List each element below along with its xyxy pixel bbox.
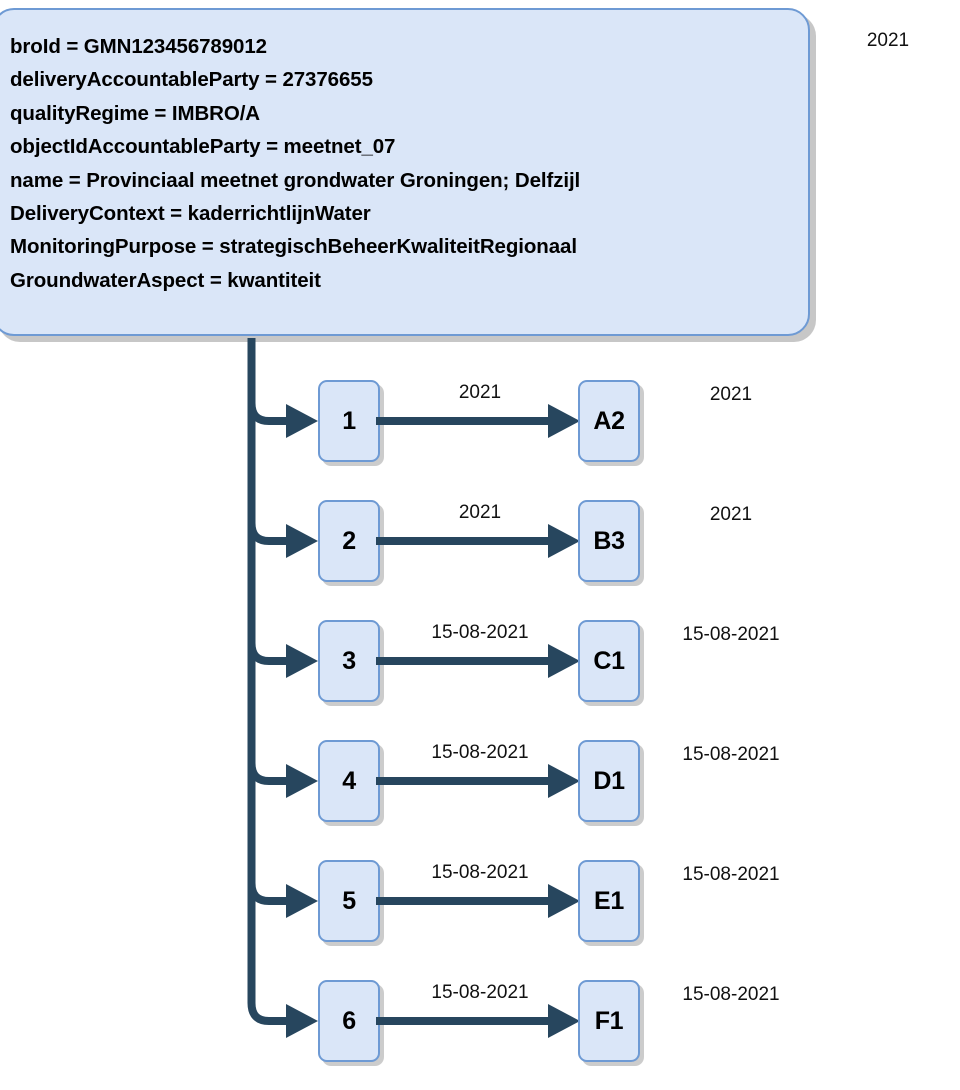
attribute-line-broid: broId = GMN123456789012 xyxy=(10,35,267,58)
branch-row-6: 6 15-08-2021 F1 15-08-2021 xyxy=(0,970,960,1090)
monitoring-tube-node-2[interactable]: 2 xyxy=(318,500,380,582)
row-date-label-2: 2021 xyxy=(709,504,753,525)
row-date-label-6: 15-08-2021 xyxy=(682,984,780,1005)
corner-date-label: 2021 xyxy=(866,30,910,51)
attribute-line-qualityregime: qualityRegime = IMBRO/A xyxy=(10,101,261,125)
gmn-attribute-box: broId = GMN123456789012 deliveryAccounta… xyxy=(0,8,810,336)
edge-date-label-6: 15-08-2021 xyxy=(431,982,529,1003)
branch-row-5: 5 15-08-2021 E1 15-08-2021 xyxy=(0,850,960,970)
branch-row-1: 1 2021 A2 2021 xyxy=(0,370,960,490)
monitoring-tube-node-6[interactable]: 6 xyxy=(318,980,380,1062)
edge-date-label-3: 15-08-2021 xyxy=(431,622,529,643)
monitoring-tube-node-5[interactable]: 5 xyxy=(318,860,380,942)
edge-date-label-4: 15-08-2021 xyxy=(431,742,529,763)
edge-date-label-5: 15-08-2021 xyxy=(431,862,529,883)
row-date-label-1: 2021 xyxy=(709,384,753,405)
groundwater-well-node-c1[interactable]: C1 xyxy=(578,620,640,702)
branch-row-2: 2 2021 B3 2021 xyxy=(0,490,960,610)
monitoring-tube-node-4[interactable]: 4 xyxy=(318,740,380,822)
branch-row-3: 3 15-08-2021 C1 15-08-2021 xyxy=(0,610,960,730)
attribute-line-monitoringpurpose: MonitoringPurpose = strategischBeheerKwa… xyxy=(10,235,577,259)
row-date-label-3: 15-08-2021 xyxy=(682,624,780,645)
edge-date-label-1: 2021 xyxy=(458,382,502,403)
groundwater-well-node-b3[interactable]: B3 xyxy=(578,500,640,582)
monitoring-tube-node-3[interactable]: 3 xyxy=(318,620,380,702)
groundwater-well-node-d1[interactable]: D1 xyxy=(578,740,640,822)
edge-date-label-2: 2021 xyxy=(458,502,502,523)
monitoring-tube-node-1[interactable]: 1 xyxy=(318,380,380,462)
diagram-canvas: broId = GMN123456789012 deliveryAccounta… xyxy=(0,8,960,1062)
gmn-attribute-list: broId = GMN123456789012 deliveryAccounta… xyxy=(10,30,798,297)
row-date-label-4: 15-08-2021 xyxy=(682,744,780,765)
row-date-label-5: 15-08-2021 xyxy=(682,864,780,885)
attribute-line-deliverycontext: DeliveryContext = kaderrichtlijnWater xyxy=(10,202,371,226)
attribute-line-objectidaccountableparty: objectIdAccountableParty = meetnet_07 xyxy=(10,135,396,159)
groundwater-well-node-e1[interactable]: E1 xyxy=(578,860,640,942)
attribute-line-name: name = Provinciaal meetnet grondwater Gr… xyxy=(10,168,581,192)
branch-row-4: 4 15-08-2021 D1 15-08-2021 xyxy=(0,730,960,850)
attribute-line-deliveryaccountableparty: deliveryAccountableParty = 27376655 xyxy=(10,68,373,92)
attribute-line-groundwateraspect: GroundwaterAspect = kwantiteit xyxy=(10,268,321,292)
groundwater-well-node-f1[interactable]: F1 xyxy=(578,980,640,1062)
groundwater-well-node-a2[interactable]: A2 xyxy=(578,380,640,462)
